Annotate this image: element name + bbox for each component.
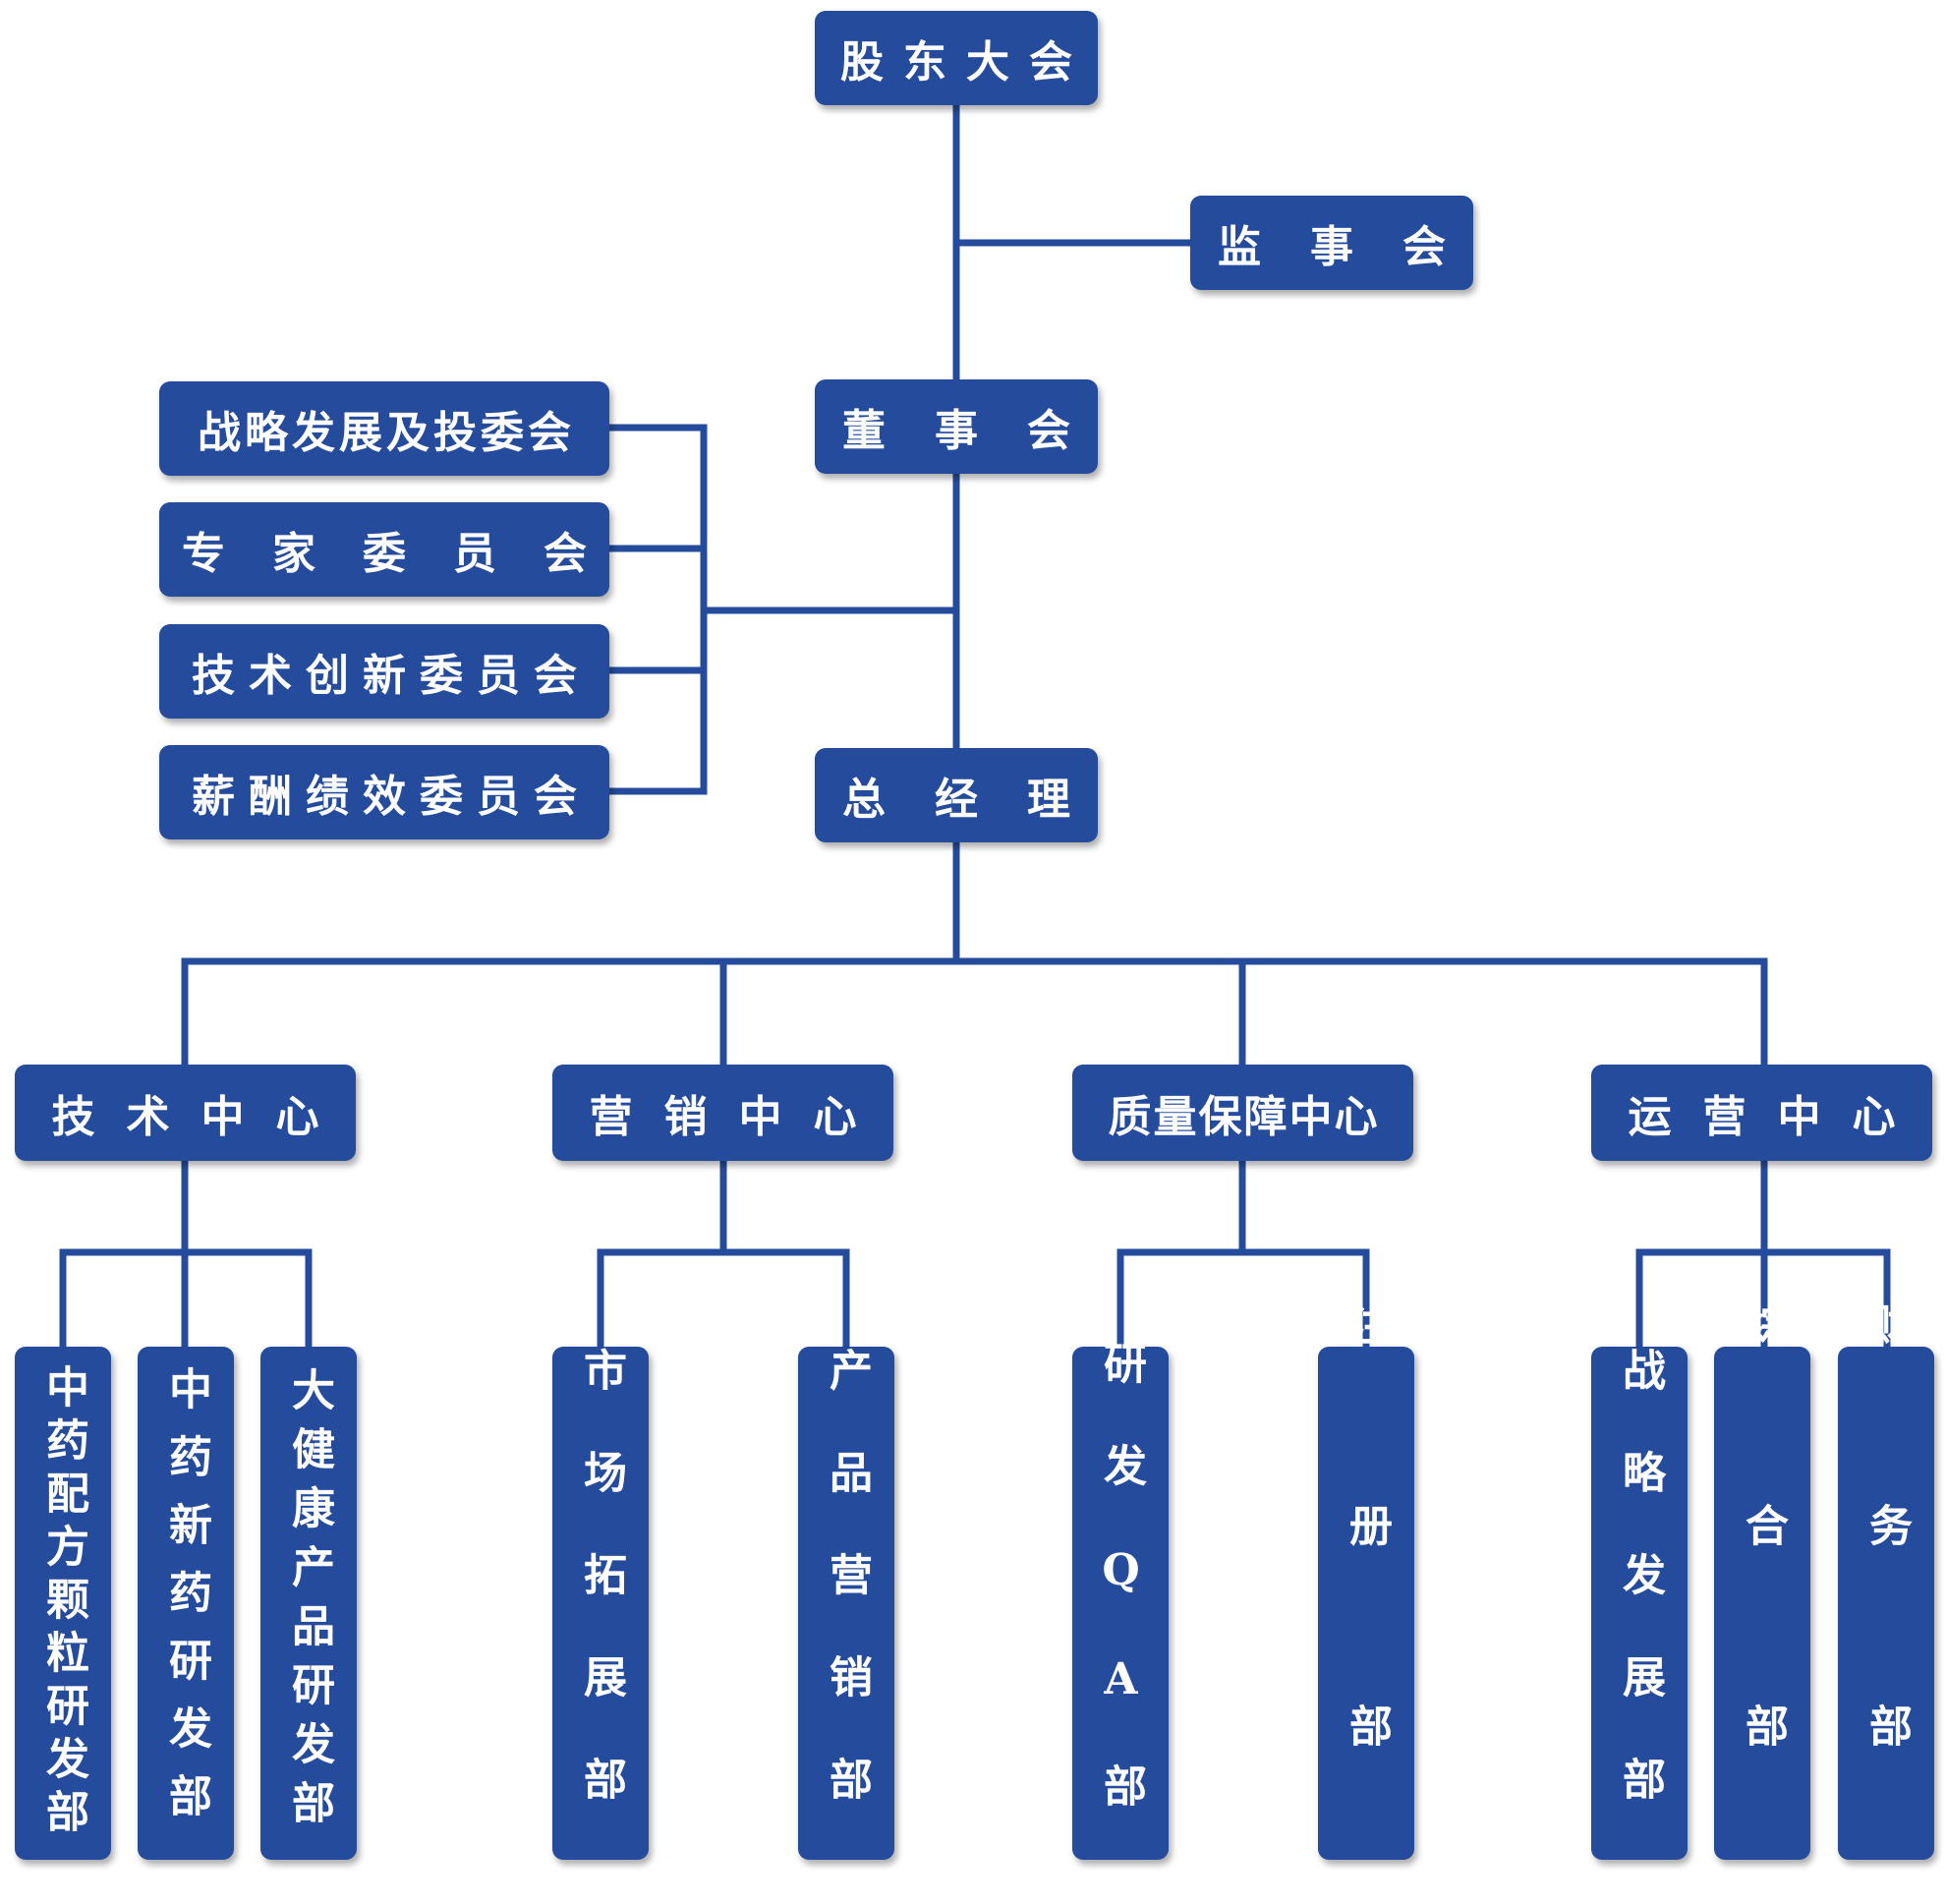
dept-tcm-new-drug-rd: 中药新药研发部 xyxy=(138,1347,234,1860)
dept-label: 综合部 xyxy=(1738,1302,1788,1904)
committee-experts: 专家委员会 xyxy=(159,502,609,597)
dept-strategic-development: 战略发展部 xyxy=(1591,1347,1688,1860)
dept-finance: 财务部 xyxy=(1838,1302,1934,1904)
dept-label: 注册部 xyxy=(1342,1302,1392,1904)
supervisory-board-label: 监事会 xyxy=(1218,222,1495,272)
dept-market-expansion: 市场拓展部 xyxy=(552,1347,649,1860)
center-label: 技术中心 xyxy=(51,1092,351,1142)
dept-label: 财务部 xyxy=(1861,1302,1912,1904)
committee-label: 技术创新委员会 xyxy=(192,651,591,701)
general-manager-node: 总经理 xyxy=(815,748,1098,842)
dept-label: 产品营销部 xyxy=(822,1348,872,1859)
dept-label: 中药新药研发部 xyxy=(161,1365,211,1841)
center-operations: 运营中心 xyxy=(1591,1065,1932,1161)
dept-rd-qa: 研发QA部 xyxy=(1072,1341,1169,1866)
shareholders-meeting-label: 股东大会 xyxy=(840,37,1092,87)
dept-tcm-granule-rd: 中药配方颗粒研发部 xyxy=(15,1347,111,1860)
committee-label: 专家委员会 xyxy=(182,529,634,579)
dept-label: 研发QA部 xyxy=(1096,1341,1146,1866)
center-label: 运营中心 xyxy=(1628,1092,1927,1142)
board-of-directors-node: 董事会 xyxy=(815,379,1098,474)
committee-label: 战略发展及投委会 xyxy=(198,408,575,458)
dept-label: 市场拓展部 xyxy=(576,1348,626,1859)
center-label: 质量保障中心 xyxy=(1108,1092,1380,1142)
center-quality-assurance: 质量保障中心 xyxy=(1072,1065,1413,1161)
committee-tech-innovation: 技术创新委员会 xyxy=(159,624,609,719)
center-technology: 技术中心 xyxy=(15,1065,356,1161)
dept-product-marketing: 产品营销部 xyxy=(798,1347,894,1860)
committee-compensation: 薪酬绩效委员会 xyxy=(159,745,609,839)
dept-registration: 注册部 xyxy=(1318,1302,1414,1904)
shareholders-meeting-node: 股东大会 xyxy=(815,11,1098,105)
committee-label: 薪酬绩效委员会 xyxy=(192,772,591,822)
dept-label: 战略发展部 xyxy=(1615,1348,1665,1859)
center-label: 营销中心 xyxy=(589,1092,888,1142)
dept-health-product-rd: 大健康产品研发部 xyxy=(260,1347,357,1860)
general-manager-label: 总经理 xyxy=(842,775,1119,825)
board-of-directors-label: 董事会 xyxy=(842,406,1119,456)
center-marketing: 营销中心 xyxy=(552,1065,893,1161)
dept-label: 中药配方颗粒研发部 xyxy=(38,1364,88,1842)
committee-strategy-investment: 战略发展及投委会 xyxy=(159,381,609,476)
supervisory-board-node: 监事会 xyxy=(1190,196,1473,290)
dept-general-affairs: 综合部 xyxy=(1714,1302,1810,1904)
dept-label: 大健康产品研发部 xyxy=(284,1367,334,1839)
